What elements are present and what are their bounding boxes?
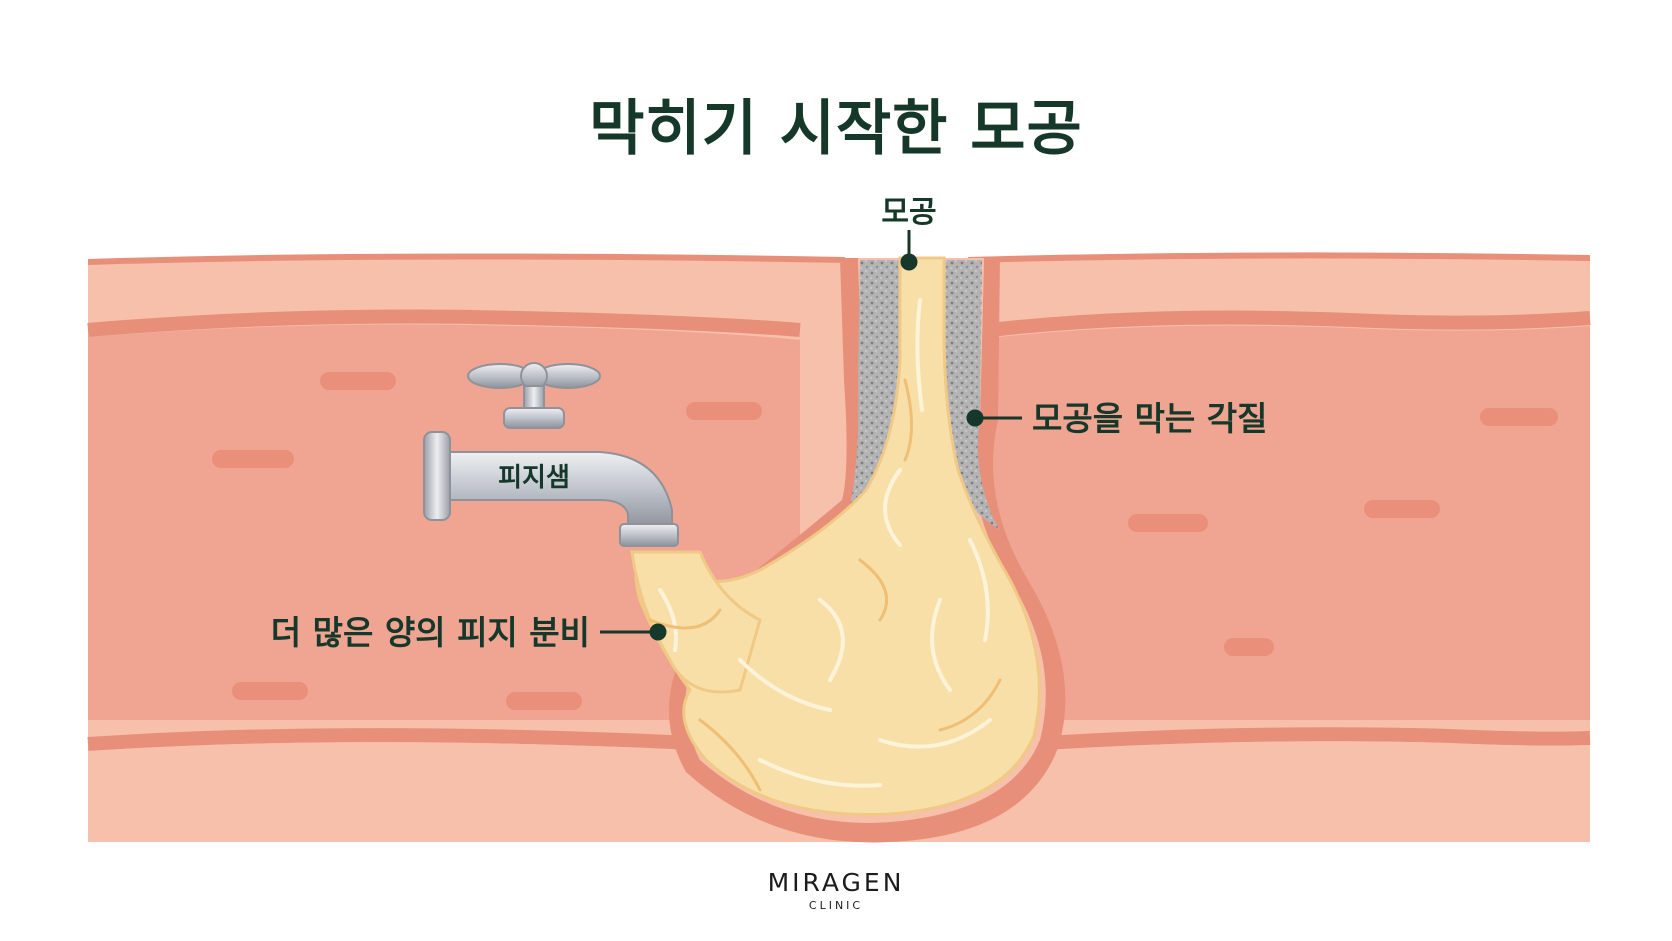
pore-pointer-dot (900, 253, 918, 271)
epidermis-line-right (989, 310, 1591, 337)
skin-cell (686, 402, 762, 420)
epidermis-line (87, 309, 801, 337)
brand-logo: MIRAGEN CLINIC (0, 868, 1672, 912)
skin-cells (212, 372, 1558, 710)
dermis-fill-right (990, 325, 1590, 720)
page-title: 막히기 시작한 모공 (589, 94, 1083, 164)
sebum (630, 256, 1041, 817)
sebum-highlights (658, 298, 992, 788)
skin-cell (1224, 638, 1274, 656)
faucet-icon (423, 362, 679, 547)
skin-cell (212, 450, 294, 468)
brand-sub: CLINIC (808, 899, 864, 912)
keratin-label: 모공을 막는 각질 (1032, 399, 1268, 438)
lower-skin (88, 742, 760, 842)
lower-skin-right (1030, 741, 1590, 842)
sebum-pointer-dot (649, 623, 667, 641)
skin-cell (1364, 500, 1440, 518)
brand-name: MIRAGEN (767, 868, 905, 897)
keratin-pointer-dot (966, 409, 984, 427)
skin-cell (506, 692, 582, 710)
lower-line-right (1029, 727, 1591, 751)
label-pointers (600, 230, 1022, 641)
more-sebum-label: 더 많은 양의 피지 분비 (271, 613, 590, 652)
skin-cell (232, 682, 308, 700)
sebaceous-gland-label: 피지샘 (498, 463, 570, 493)
skin-surface-line-right (967, 252, 1591, 263)
skin-cell (1480, 408, 1558, 426)
sebum-stream (630, 550, 762, 694)
pore-label: 모공 (881, 195, 936, 230)
skin-surface-line (87, 253, 846, 265)
keratin-left (850, 260, 902, 505)
skin-cell (320, 372, 396, 390)
dermis-fill (88, 324, 800, 720)
follicle-wall (668, 258, 1066, 843)
sebum-shadows (648, 378, 1002, 792)
skin-cell (1128, 514, 1208, 532)
